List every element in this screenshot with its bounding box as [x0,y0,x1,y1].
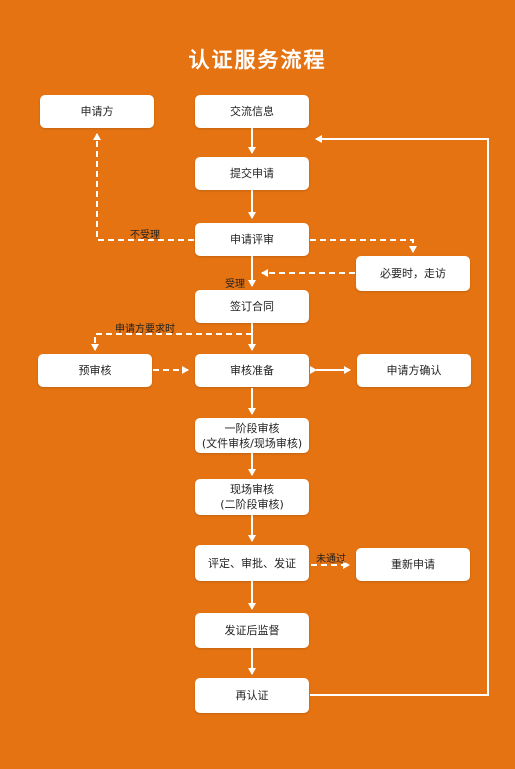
node-applicant: 申请方 [40,95,154,128]
node-recert: 再认证 [195,678,309,713]
node-evaluate: 评定、审批、发证 [195,545,309,581]
node-confirm: 申请方确认 [357,354,471,387]
label-accepted: 受理 [225,279,245,290]
node-supervision: 发证后监督 [195,613,309,648]
edge-recert-loop [310,135,489,696]
node-submit: 提交申请 [195,157,309,190]
node-onsite-line2: (二阶段审核) [220,498,284,511]
node-preaudit-label: 预审核 [78,364,112,377]
node-reapply: 重新申请 [356,548,470,581]
node-evaluate-label: 评定、审批、发证 [208,556,296,570]
node-prepare: 审核准备 [195,354,309,387]
edge-review-visit-dashed [310,239,417,253]
label-applicant-request: 申请方要求时 [115,324,175,335]
node-contract-label: 签订合同 [230,300,274,313]
edge-contract-preaudit-dashed [91,333,252,351]
node-review-label: 申请评审 [230,233,274,246]
node-stage1-line1: 一阶段审核 [224,421,280,435]
node-supervision-label: 发证后监督 [224,624,280,637]
node-review: 申请评审 [195,223,309,256]
node-reapply-label: 重新申请 [391,558,435,571]
node-stage1: 一阶段审核 (文件审核/现场审核) [195,418,309,453]
node-visit-label: 必要时，走访 [380,267,446,280]
node-exchange-label: 交流信息 [230,105,274,118]
node-visit: 必要时，走访 [356,256,470,291]
node-onsite-line1: 现场审核 [230,483,274,496]
node-preaudit: 预审核 [38,354,152,387]
label-rejected: 不受理 [130,230,160,241]
node-exchange: 交流信息 [195,95,309,128]
node-onsite: 现场审核 (二阶段审核) [195,479,309,515]
node-confirm-label: 申请方确认 [386,364,442,377]
node-recert-label: 再认证 [235,689,269,702]
node-prepare-label: 审核准备 [230,364,274,377]
page-title: 认证服务流程 [188,48,327,72]
node-applicant-label: 申请方 [80,105,114,118]
label-failed: 未通过 [316,554,346,565]
node-contract: 签订合同 [195,290,309,323]
node-stage1-line2: (文件审核/现场审核) [201,436,303,450]
node-submit-label: 提交申请 [230,167,274,180]
edge-review-applicant-dashed [93,133,194,241]
